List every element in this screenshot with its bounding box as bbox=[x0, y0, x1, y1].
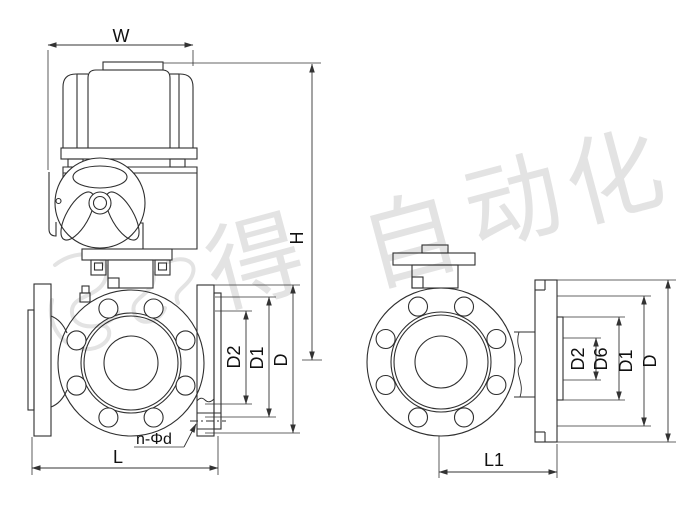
body-flange-od bbox=[57, 289, 205, 437]
side-flange-plate bbox=[534, 279, 558, 443]
right-flange-break-line bbox=[196, 397, 215, 403]
actuator-base-band bbox=[60, 147, 198, 160]
watermark-char-3: 动 bbox=[453, 139, 573, 267]
dim-label-l: L bbox=[113, 447, 123, 467]
dim-label-d2-front: D2 bbox=[224, 345, 244, 368]
bolt-holes-side bbox=[375, 296, 507, 428]
mounting-bolt-left bbox=[93, 262, 104, 271]
mounting-bolt-tab-right bbox=[154, 259, 171, 276]
stem-step-notch bbox=[107, 277, 120, 289]
raised-face-outer-side bbox=[390, 311, 492, 413]
dim-d2-side: D2 bbox=[563, 337, 601, 381]
watermark-char-4: 化 bbox=[554, 114, 674, 242]
dim-d2-front: D2 bbox=[205, 310, 252, 405]
dim-label-d6-side: D6 bbox=[591, 347, 611, 370]
actuator-right-rib bbox=[178, 73, 194, 148]
bolt-holes-front bbox=[66, 298, 196, 428]
handwheel-pivot-pin bbox=[55, 197, 62, 205]
dim-label-w: W bbox=[113, 26, 130, 46]
valve-stem-column bbox=[107, 259, 154, 289]
watermark: 得 自 动 化 bbox=[48, 114, 675, 352]
dim-label-d-front: D bbox=[271, 354, 291, 367]
dim-label-h: H bbox=[287, 232, 307, 245]
dim-d6-side: D6 bbox=[563, 316, 625, 401]
neck-cast-contour bbox=[517, 331, 523, 398]
raised-face-inner-side bbox=[393, 314, 489, 410]
mounting-bolt-right bbox=[157, 262, 168, 271]
handwheel-bracket bbox=[48, 172, 57, 237]
handwheel-spoke-opening bbox=[105, 191, 140, 241]
handwheel-spoke-opening bbox=[72, 165, 128, 189]
handwheel bbox=[48, 157, 146, 249]
mounting-flange-plate bbox=[81, 248, 173, 261]
dim-label-n-phi-d: n-Φd bbox=[136, 431, 172, 448]
dim-d1-front: D1 bbox=[205, 296, 276, 418]
raised-face-inner bbox=[83, 315, 179, 411]
actuator-center-housing bbox=[87, 69, 171, 148]
body-lug-bolt bbox=[81, 285, 90, 294]
bore-side bbox=[414, 335, 468, 389]
left-neck-top bbox=[50, 315, 68, 334]
handwheel-spoke-opening bbox=[60, 191, 95, 241]
valve-body-front bbox=[27, 248, 226, 437]
dim-width: W bbox=[47, 26, 194, 170]
dim-d-side: D bbox=[557, 279, 676, 443]
valve-body-side bbox=[366, 244, 564, 443]
actuator-left-rib bbox=[62, 73, 78, 148]
dim-height: H bbox=[163, 62, 322, 361]
bolt-holes-callout: n-Φd bbox=[134, 423, 197, 448]
raised-face-outer bbox=[80, 312, 182, 414]
dim-label-l1: L1 bbox=[484, 450, 504, 470]
dim-label-d1-side: D1 bbox=[616, 349, 636, 372]
dim-d-front: D bbox=[205, 284, 300, 434]
handwheel-hub bbox=[88, 191, 112, 215]
front-view: W H D2 D1 D bbox=[27, 26, 322, 475]
actuator-top-plate bbox=[102, 61, 164, 71]
dim-d1-side: D1 bbox=[557, 295, 651, 427]
watermark-char-1: 得 bbox=[195, 199, 315, 327]
dim-length-l1: L1 bbox=[438, 436, 558, 478]
left-flange-face bbox=[27, 309, 35, 411]
stem-step-notch-side bbox=[411, 276, 424, 289]
body-flange-od-side bbox=[366, 287, 516, 437]
actuator-base-tab-right bbox=[169, 158, 186, 168]
dim-length-l: L bbox=[31, 436, 219, 475]
dim-label-d1-front: D1 bbox=[247, 346, 267, 369]
dim-label-d-side: D bbox=[640, 355, 660, 368]
watermark-char-2: 自 bbox=[350, 177, 470, 305]
mounting-bolt-tab-left bbox=[90, 259, 107, 276]
dim-label-d2-side: D2 bbox=[568, 347, 588, 370]
bore bbox=[103, 335, 159, 391]
left-flange-plate bbox=[33, 283, 52, 437]
left-neck-bottom bbox=[50, 389, 68, 408]
side-view: D2 D6 D1 D L1 bbox=[366, 244, 676, 478]
side-flange-raised-face bbox=[556, 316, 564, 401]
